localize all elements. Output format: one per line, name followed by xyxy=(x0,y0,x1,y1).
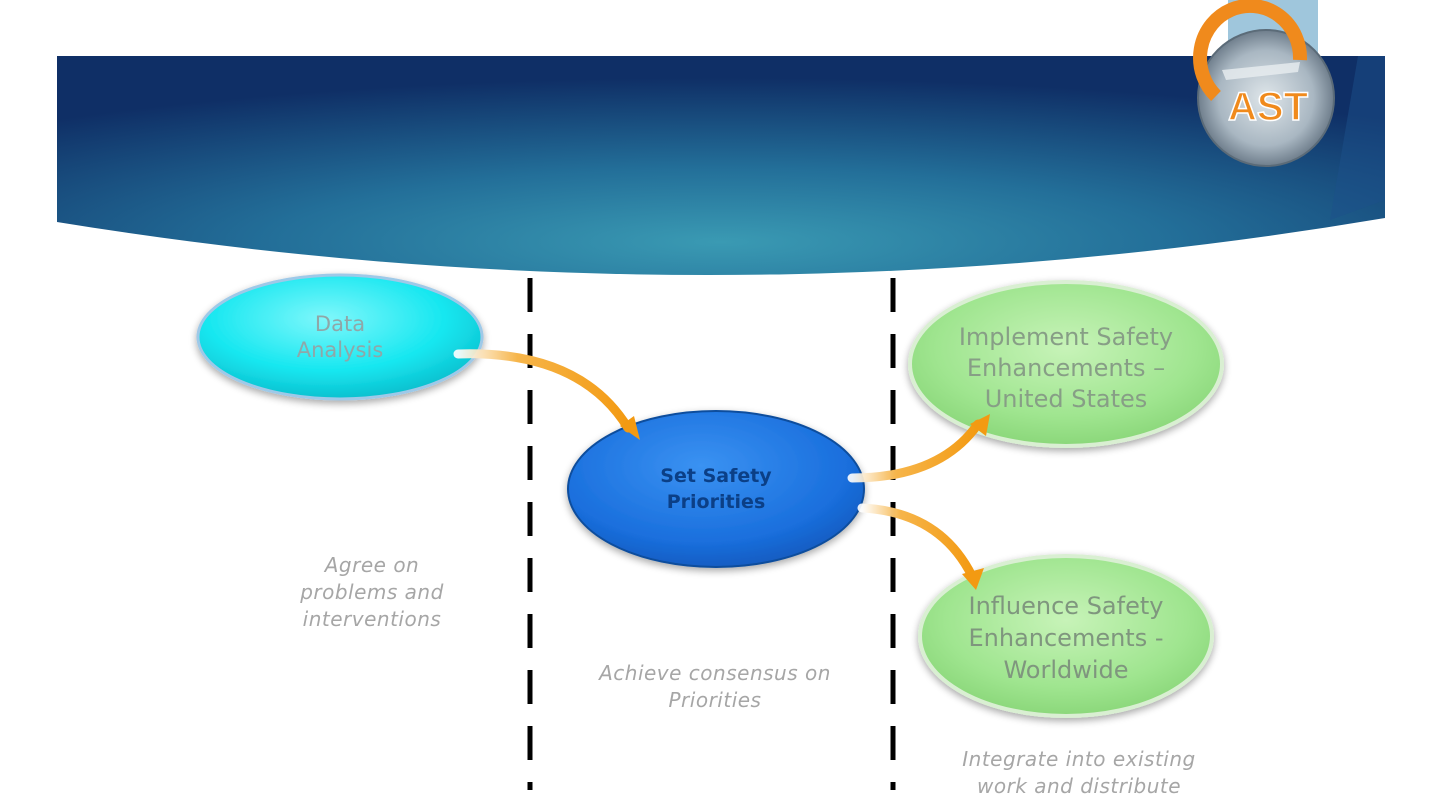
influence-ww-line-3: Worldwide xyxy=(1003,656,1129,684)
implement-us-line-3: United States xyxy=(984,384,1148,413)
caption-integrate-line-2: work and distribute xyxy=(976,774,1182,798)
arrow-analysis-to-priorities xyxy=(453,349,640,440)
caption-consensus: Achieve consensus on Priorities xyxy=(560,660,870,714)
caption-consensus-line-1: Achieve consensus on xyxy=(599,661,831,685)
influence-ww-line-2: Enhancements - xyxy=(968,624,1164,652)
arrow-priorities-to-worldwide xyxy=(857,503,984,590)
caption-consensus-line-2: Priorities xyxy=(668,688,762,712)
data-analysis-line-1: Data xyxy=(314,312,366,336)
set-priorities-label: Set Safety Priorities xyxy=(600,458,832,520)
set-priorities-line-1: Set Safety xyxy=(660,465,772,487)
caption-agree-line-2: problems and xyxy=(300,580,444,604)
set-priorities-line-2: Priorities xyxy=(666,491,766,513)
implement-us-label: Implement Safety Enhancements – United S… xyxy=(920,318,1212,418)
banner-accent-triangle xyxy=(1330,56,1385,220)
data-analysis-ellipse xyxy=(196,273,484,401)
caption-agree: Agree on problems and interventions xyxy=(262,552,482,633)
influence-ww-label: Influence Safety Enhancements - Worldwid… xyxy=(926,588,1206,688)
implement-us-line-1: Implement Safety xyxy=(958,322,1174,351)
caption-agree-line-3: interventions xyxy=(302,607,442,631)
cast-logo: AST xyxy=(1193,0,1335,167)
arrow-priorities-to-us xyxy=(847,414,990,483)
influence-ww-line-1: Influence Safety xyxy=(968,592,1164,620)
implement-us-ellipse xyxy=(908,280,1224,448)
caption-agree-line-1: Agree on xyxy=(324,553,420,577)
set-priorities-ellipse xyxy=(567,410,865,568)
svg-text:AST: AST xyxy=(1228,85,1308,129)
implement-us-line-2: Enhancements – xyxy=(966,353,1166,382)
header-banner xyxy=(57,56,1385,276)
caption-integrate: Integrate into existing work and distrib… xyxy=(924,746,1234,800)
influence-ww-ellipse xyxy=(918,554,1214,718)
data-analysis-line-2: Analysis xyxy=(296,338,384,362)
caption-integrate-line-1: Integrate into existing xyxy=(962,747,1196,771)
data-analysis-label: Data Analysis xyxy=(230,300,450,374)
